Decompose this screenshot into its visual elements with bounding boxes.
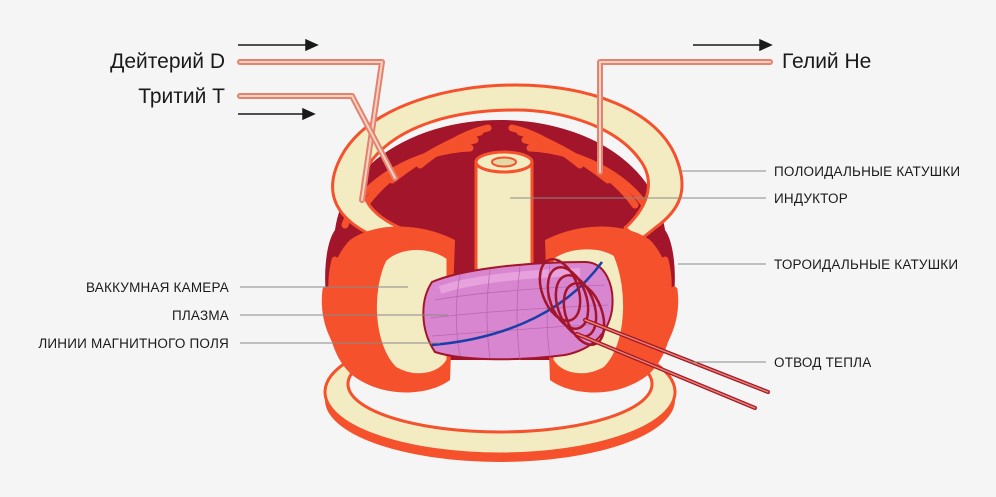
arrow-right-icon xyxy=(759,38,773,52)
leader-lines xyxy=(240,170,766,363)
label-poloidal-coils: ПОЛОИДАЛЬНЫЕ КАТУШКИ xyxy=(774,164,960,179)
label-plasma: ПЛАЗМА xyxy=(172,308,229,323)
flow-arrows xyxy=(238,38,773,121)
label-helium: Гелий He xyxy=(782,50,871,73)
label-field-lines: ЛИНИИ МАГНИТНОГО ПОЛЯ xyxy=(38,336,229,351)
magnetic-field-line xyxy=(431,261,604,347)
label-heat-removal: ОТВОД ТЕПЛА xyxy=(774,355,871,370)
output-pipe xyxy=(597,59,773,175)
label-deuterium: Дейтерий D xyxy=(110,50,225,73)
input-pipes xyxy=(237,59,398,203)
plasma-torus xyxy=(422,260,614,361)
arrow-right-icon xyxy=(302,107,316,121)
label-inductor: ИНДУКТОР xyxy=(774,191,848,206)
label-vacuum-chamber: ВАККУМНАЯ КАМЕРА xyxy=(86,280,229,295)
arrow-right-icon xyxy=(305,38,319,52)
label-tritium: Тритий T xyxy=(138,85,225,108)
label-toroidal-coils: ТОРОИДАЛЬНЫЕ КАТУШКИ xyxy=(774,257,958,272)
